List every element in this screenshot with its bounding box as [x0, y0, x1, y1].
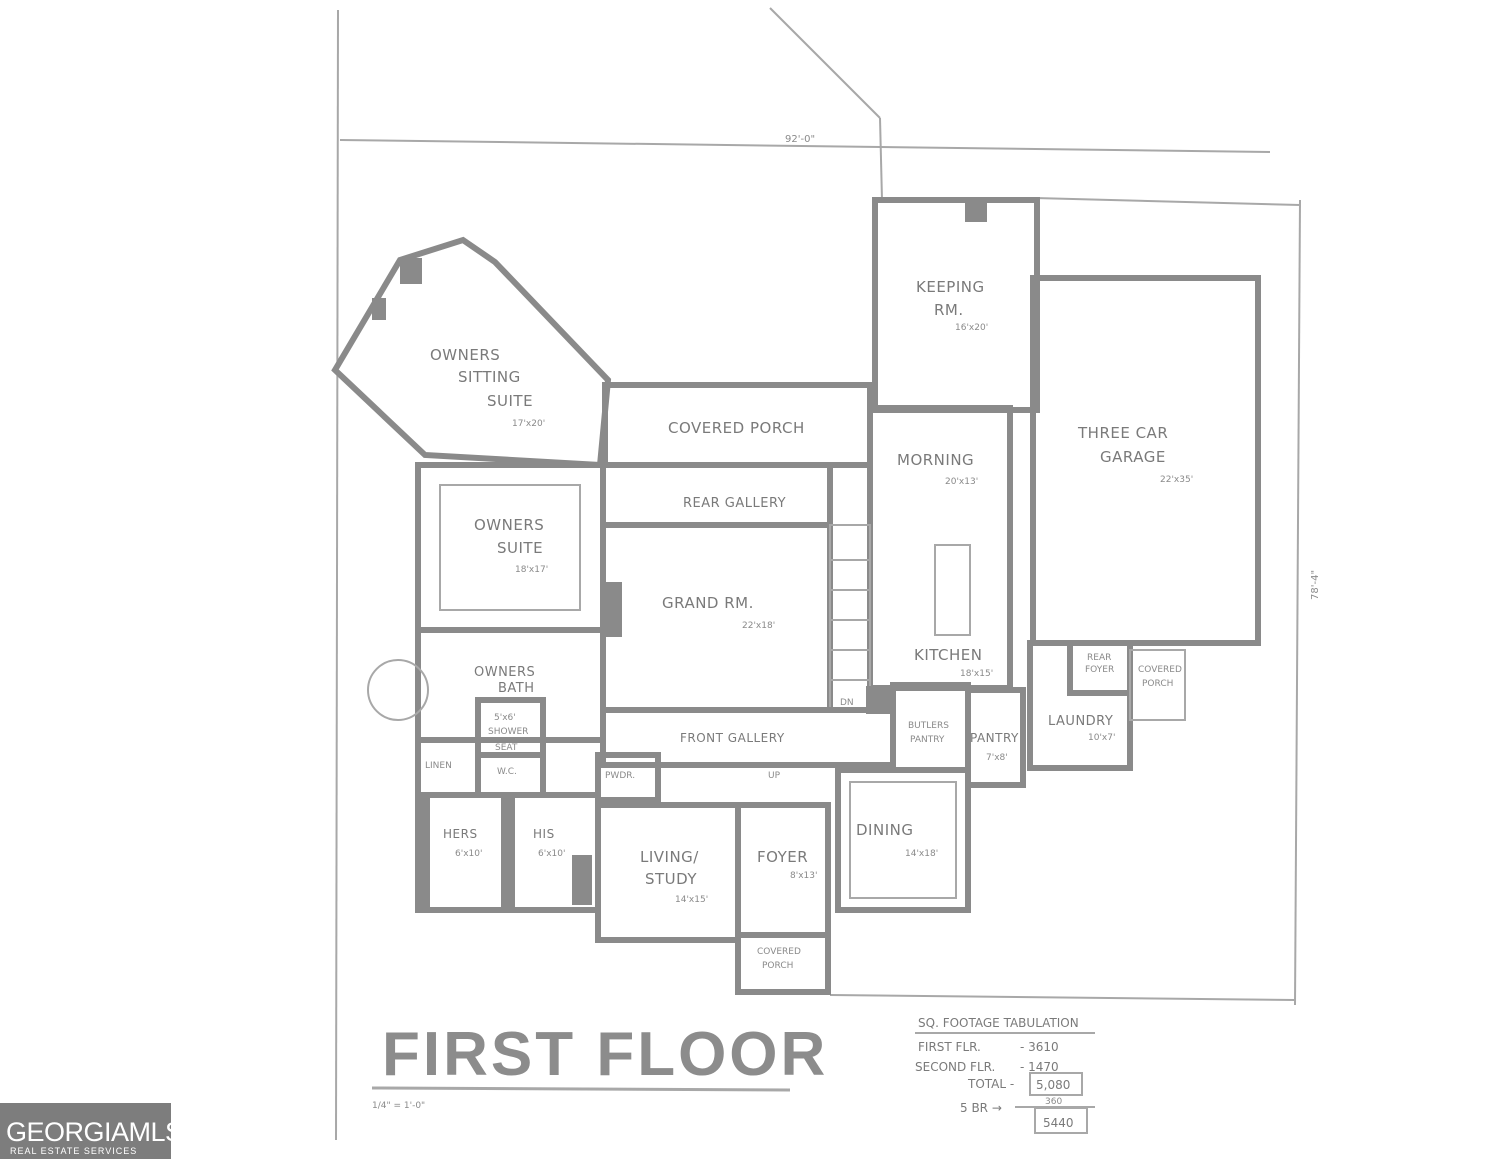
room-name: HERS: [443, 827, 478, 841]
room-name: PANTRY: [970, 731, 1019, 745]
room-size: 22'x35': [1160, 475, 1193, 485]
room-pantry: PANTRY 7'x8': [970, 731, 1019, 763]
room-covered-porch-rear: COVERED PORCH: [668, 419, 805, 437]
room-name: 5'x6': [494, 713, 516, 723]
room-keeping: KEEPING RM. 16'x20': [916, 278, 988, 333]
room-name: COVERED: [757, 947, 801, 957]
scale-label: 1/4" = 1'-0": [372, 1101, 425, 1111]
room-name: GRAND RM.: [662, 594, 754, 612]
room-hers: HERS 6'x10': [443, 827, 482, 859]
sq-footage-heading: SQ. FOOTAGE TABULATION: [918, 1016, 1079, 1030]
room-size: 18'x15': [960, 669, 993, 679]
room-butlers-pantry: BUTLERS PANTRY: [908, 721, 949, 745]
room-name: DINING: [856, 821, 913, 839]
room-name: MORNING: [897, 451, 974, 469]
room-name: OWNERS: [474, 516, 544, 534]
room-kitchen: KITCHEN 18'x15': [914, 646, 993, 679]
sq-value: - 1470: [1020, 1060, 1059, 1074]
room-garage: THREE CAR GARAGE 22'x35': [1077, 424, 1193, 485]
room-size: 6'x10': [538, 849, 565, 859]
georgia-mls-logo: GEORGIAMLS REAL ESTATE SERVICES: [0, 1103, 183, 1159]
room-name: BUTLERS: [908, 721, 949, 731]
sq-total: 5,080: [1036, 1078, 1070, 1092]
sq-label: FIRST FLR.: [918, 1040, 981, 1054]
room-name: OWNERS: [474, 665, 535, 680]
stairs-down: DN: [840, 698, 854, 708]
room-covered-porch-side: COVERED PORCH: [1138, 665, 1182, 689]
room-his: HIS 6'x10': [533, 827, 565, 859]
room-grand: GRAND RM. 22'x18': [662, 594, 775, 631]
room-size: 18'x17': [515, 565, 548, 575]
room-front-gallery: FRONT GALLERY: [680, 731, 785, 745]
room-name: BATH: [498, 681, 535, 696]
room-name: HIS: [533, 827, 555, 841]
dimension-lines: 92'-0" 78'-4": [335, 7, 1321, 1141]
sq-extra-label: 5 BR →: [960, 1101, 1002, 1115]
room-size: 14'x18': [905, 849, 938, 859]
room-name: GARAGE: [1100, 448, 1166, 466]
width-dimension: 92'-0": [785, 134, 815, 145]
sq-label: TOTAL -: [967, 1077, 1014, 1091]
room-size: 7'x8': [986, 753, 1008, 763]
room-owners-sitting-suite: OWNERS SITTING SUITE 17'x20': [430, 346, 545, 429]
logo-name: GEORGIAMLS: [6, 1117, 183, 1148]
room-rear-foyer: REAR FOYER: [1085, 653, 1114, 675]
room-name: PORCH: [762, 961, 793, 971]
room-name: REAR: [1087, 653, 1111, 663]
room-name: LIVING/: [640, 848, 699, 866]
room-name: KEEPING: [916, 278, 985, 296]
room-pwdr: PWDR.: [605, 771, 635, 781]
sq-extra-value: 360: [1045, 1097, 1062, 1107]
room-owners-suite: OWNERS SUITE 18'x17': [474, 516, 548, 575]
room-size: 8'x13': [790, 871, 817, 881]
room-name: SUITE: [497, 539, 543, 557]
drawing-title: FIRST FLOOR: [382, 1020, 828, 1089]
room-name: LAUNDRY: [1048, 714, 1113, 729]
room-name: PANTRY: [910, 735, 945, 745]
room-shower: 5'x6' SHOWER SEAT: [488, 713, 528, 753]
room-name: SUITE: [487, 392, 533, 410]
room-labels: OWNERS SITTING SUITE 17'x20' COVERED POR…: [425, 278, 1193, 971]
sq-grand-total: 5440: [1043, 1116, 1074, 1130]
room-owners-bath: OWNERS BATH: [474, 665, 535, 696]
sq-footage-table: SQ. FOOTAGE TABULATION FIRST FLR. - 3610…: [915, 1016, 1095, 1134]
room-name: THREE CAR: [1077, 424, 1168, 442]
depth-dimension: 78'-4": [1310, 570, 1321, 600]
logo-name-a: GEORGIA: [6, 1117, 129, 1147]
room-name: SEAT: [495, 743, 518, 753]
room-name: OWNERS: [430, 346, 500, 364]
logo-subtitle: REAL ESTATE SERVICES: [10, 1146, 138, 1156]
room-name: STUDY: [645, 870, 697, 888]
room-wc: W.C.: [497, 767, 517, 777]
room-name: FOYER: [757, 848, 808, 866]
sq-label: SECOND FLR.: [915, 1060, 995, 1074]
walls: [331, 197, 1261, 995]
room-name: KITCHEN: [914, 646, 983, 664]
room-rear-gallery: REAR GALLERY: [683, 496, 786, 511]
logo-name-b: MLS: [128, 1117, 184, 1147]
room-name: RM.: [934, 301, 964, 319]
room-name: SITTING: [458, 368, 521, 386]
room-linen: LINEN: [425, 761, 452, 771]
room-name: PORCH: [1142, 679, 1173, 689]
room-name: FOYER: [1085, 665, 1114, 675]
room-size: 10'x7': [1088, 733, 1115, 743]
room-size: 17'x20': [512, 419, 545, 429]
room-size: 20'x13': [945, 477, 978, 487]
room-covered-porch-front: COVERED PORCH: [757, 947, 801, 971]
room-size: 14'x15': [675, 895, 708, 905]
title-underline: [371, 1086, 791, 1092]
room-foyer: FOYER 8'x13': [757, 848, 817, 881]
stairs-up: UP: [768, 771, 781, 781]
room-name: SHOWER: [488, 727, 528, 737]
room-morning: MORNING 20'x13': [897, 451, 978, 487]
room-size: 16'x20': [955, 323, 988, 333]
room-size: 22'x18': [742, 621, 775, 631]
room-size: 6'x10': [455, 849, 482, 859]
room-name: COVERED: [1138, 665, 1182, 675]
sq-value: - 3610: [1020, 1040, 1059, 1054]
room-dining: DINING 14'x18': [856, 821, 938, 859]
room-living-study: LIVING/ STUDY 14'x15': [640, 848, 708, 905]
room-laundry: LAUNDRY 10'x7': [1048, 714, 1115, 743]
